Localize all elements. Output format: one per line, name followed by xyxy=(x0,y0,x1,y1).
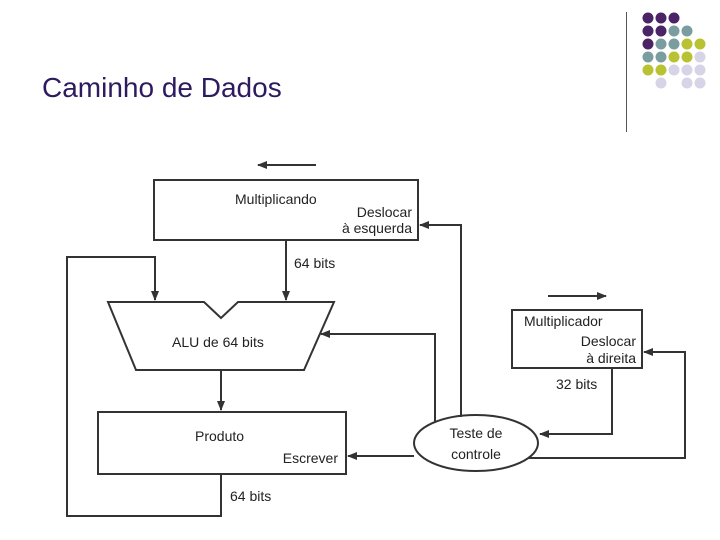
decorative-dot xyxy=(642,12,654,24)
produto-label: Produto xyxy=(195,428,244,444)
decorative-dot xyxy=(681,51,693,63)
decorative-dot xyxy=(642,38,654,50)
multiplicador-label: Multiplicador xyxy=(524,313,603,329)
decorative-dot xyxy=(668,64,680,76)
decorative-dot xyxy=(655,64,667,76)
bus-64-bottom-label: 64 bits xyxy=(230,488,271,504)
control-to-multiplicando-arrow xyxy=(419,221,462,417)
control-line1: Teste de xyxy=(450,425,503,441)
multiplicando-register xyxy=(153,179,419,241)
multiplicador-shift-line1: Deslocar xyxy=(581,333,637,349)
control-to-alu-arrow xyxy=(320,330,436,422)
produto-feedback-loop xyxy=(66,256,222,517)
produto-write-label: Escrever xyxy=(283,450,339,466)
decorative-dot xyxy=(694,77,706,89)
decorative-dot xyxy=(694,38,706,50)
control-unit xyxy=(413,414,539,472)
decorative-dot xyxy=(681,64,693,76)
control-line2: controle xyxy=(451,446,501,462)
multiplicador-shift-line2: à direita xyxy=(586,350,636,366)
control-to-multiplicador-arrow xyxy=(528,348,686,459)
page-title: Caminho de Dados xyxy=(42,72,282,103)
decorative-dot xyxy=(668,38,680,50)
decorative-dot xyxy=(694,64,706,76)
decorative-dot xyxy=(668,12,680,24)
decorative-dot xyxy=(668,51,680,63)
decorative-dot xyxy=(681,25,693,37)
decorative-dot xyxy=(668,25,680,37)
produto-register xyxy=(97,411,347,475)
decorative-dot xyxy=(655,12,667,24)
decorative-dot-grid xyxy=(642,12,706,89)
multiplicando-shift-line1: Deslocar xyxy=(357,204,413,220)
bus-64-top-label: 64 bits xyxy=(294,255,335,271)
decorative-dot xyxy=(694,51,706,63)
decorative-dot xyxy=(655,77,667,89)
multiplicando-shift-line2: à esquerda xyxy=(342,220,412,236)
multiplicador-register xyxy=(511,309,643,369)
bus-32-label: 32 bits xyxy=(556,376,597,392)
multiplicando-label: Multiplicando xyxy=(235,191,317,207)
decorative-dot xyxy=(642,64,654,76)
alu-shape xyxy=(106,301,336,371)
multiplicador-to-control-arrow xyxy=(539,368,613,438)
decorative-dot xyxy=(642,25,654,37)
title-divider xyxy=(626,12,627,132)
decorative-dot xyxy=(655,38,667,50)
decorative-dot xyxy=(655,51,667,63)
alu-label: ALU de 64 bits xyxy=(172,334,264,350)
decorative-dot xyxy=(642,51,654,63)
decorative-dot xyxy=(681,77,693,89)
decorative-dot xyxy=(655,25,667,37)
decorative-dot xyxy=(681,38,693,50)
